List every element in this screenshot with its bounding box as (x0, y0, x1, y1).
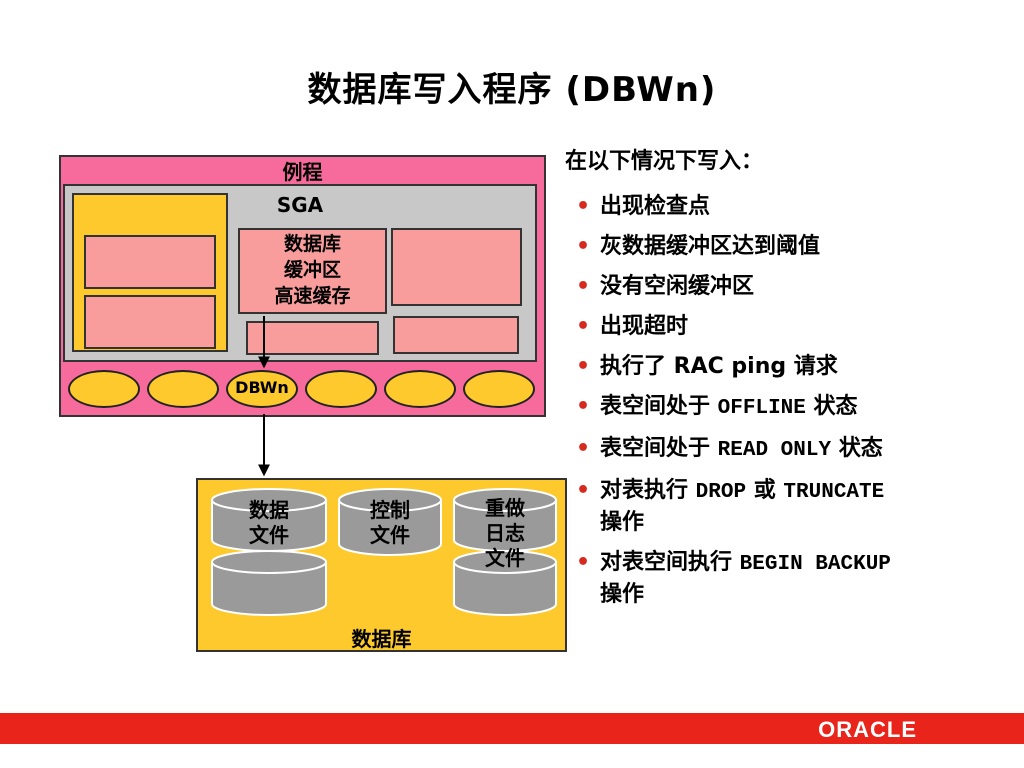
datafile-label: 数据 文件 (219, 498, 319, 548)
code-truncate: TRUNCATE (783, 481, 885, 504)
list-item: • 表空间处于 READ ONLY 状态 (570, 434, 1010, 466)
code-read-only: READ ONLY (717, 439, 832, 462)
bullet-text: 没有空闲缓冲区 (600, 274, 755, 299)
bullet-text: 灰数据缓冲区达到阈值 (600, 234, 821, 259)
buffer-cache-label-line-3: 高速缓存 (274, 285, 351, 307)
bullet-icon: • (576, 194, 591, 219)
sga-label: SGA (276, 193, 324, 217)
controlfile-label-line-2: 文件 (370, 523, 410, 547)
sga-box-small-1 (246, 321, 379, 355)
bullet-text: 出现超时 (600, 314, 689, 339)
bullet-icon: • (576, 314, 591, 339)
list-item: • 灰数据缓冲区达到阈值 (570, 232, 1010, 262)
bullet-list: • 出现检查点 • 灰数据缓冲区达到阈值 • 没有空闲缓冲区 • 出现超时 • 执行了 R… (570, 192, 1010, 620)
datafile-label-line-1: 数据 (249, 498, 289, 522)
process-oval-6 (463, 370, 535, 408)
arrows (258, 316, 270, 477)
bullet-text: 表空间处于 (600, 394, 718, 419)
shared-pool-box-2 (84, 295, 216, 349)
file-cylinders (211, 488, 557, 616)
footer-bar: ORACLE (0, 713, 1024, 744)
code-begin-backup: BEGIN BACKUP (739, 553, 891, 576)
datafile-cylinder (211, 488, 327, 616)
datafile-label-line-2: 文件 (249, 523, 289, 547)
buffer-cache-label-line-2: 缓冲区 (283, 259, 341, 281)
bullet-text: 执行了 RAC ping 请求 (600, 354, 838, 379)
database-label: 数据库 (351, 627, 412, 651)
redolog-label: 重做 日志 文件 (455, 496, 555, 571)
sga-box-large (391, 228, 522, 306)
buffer-cache-label-line-1: 数据库 (283, 233, 341, 255)
bullet-icon: • (576, 354, 591, 379)
bullet-text: 对表空间执行 (600, 550, 740, 575)
bullet-text: 对表执行 (600, 478, 696, 503)
list-item: • 对表空间执行 BEGIN BACKUP 操作 (570, 548, 1010, 610)
dbwn-oval (226, 370, 298, 408)
page-title: 数据库写入程序 (DBWn) (307, 70, 717, 110)
sga-box-small-2 (393, 316, 519, 354)
dbwn-label: DBWn (235, 378, 289, 397)
shared-pool-box-1 (84, 235, 216, 289)
code-offline: OFFLINE (717, 397, 806, 420)
list-item: • 执行了 RAC ping 请求 (570, 352, 1010, 382)
process-oval-4 (305, 370, 377, 408)
list-item: • 出现检查点 (570, 192, 1010, 222)
process-oval-1 (68, 370, 140, 408)
panel-heading: 在以下情况下写入： (565, 149, 764, 174)
bullet-text-mid: 或 (746, 478, 784, 503)
process-oval-5 (384, 370, 456, 408)
controlfile-label: 控制 文件 (340, 498, 440, 548)
buffer-cache-label: 数据库 缓冲区 高速缓存 (238, 231, 387, 309)
bullet-text-suffix: 状态 (805, 394, 858, 419)
bullet-icon: • (576, 550, 591, 575)
controlfile-cylinder (338, 488, 442, 556)
buffer-cache-box (238, 228, 387, 314)
bullet-text-suffix: 状态 (831, 436, 883, 461)
list-item: • 出现超时 (570, 312, 1010, 342)
process-oval-2 (147, 370, 219, 408)
bullet-text: 出现检查点 (600, 194, 711, 219)
bullet-text: 表空间处于 (600, 436, 718, 461)
bullet-text-line2: 操作 (600, 510, 645, 535)
oracle-logo: ORACLE (818, 717, 917, 742)
redolog-label-line-3: 文件 (485, 546, 525, 570)
list-item: • 对表执行 DROP 或 TRUNCATE 操作 (570, 476, 1010, 538)
code-drop: DROP (695, 481, 747, 504)
bullet-icon: • (576, 478, 591, 503)
list-item: • 表空间处于 OFFLINE 状态 (570, 392, 1010, 424)
list-item: • 没有空闲缓冲区 (570, 272, 1010, 302)
bullet-text-line2: 操作 (600, 582, 645, 607)
bullet-icon: • (576, 234, 591, 259)
bullet-icon: • (576, 274, 591, 299)
bullet-icon: • (576, 394, 591, 419)
dbwn-diagram: 例程 SGA 数据库 缓冲区 高速缓存 DBWn (0, 0, 570, 680)
redolog-label-line-2: 日志 (485, 521, 525, 545)
controlfile-label-line-1: 控制 (370, 498, 410, 522)
bullet-icon: • (576, 436, 591, 461)
redolog-cylinder (453, 488, 557, 616)
redolog-label-line-1: 重做 (485, 496, 525, 520)
instance-label: 例程 (282, 160, 323, 184)
